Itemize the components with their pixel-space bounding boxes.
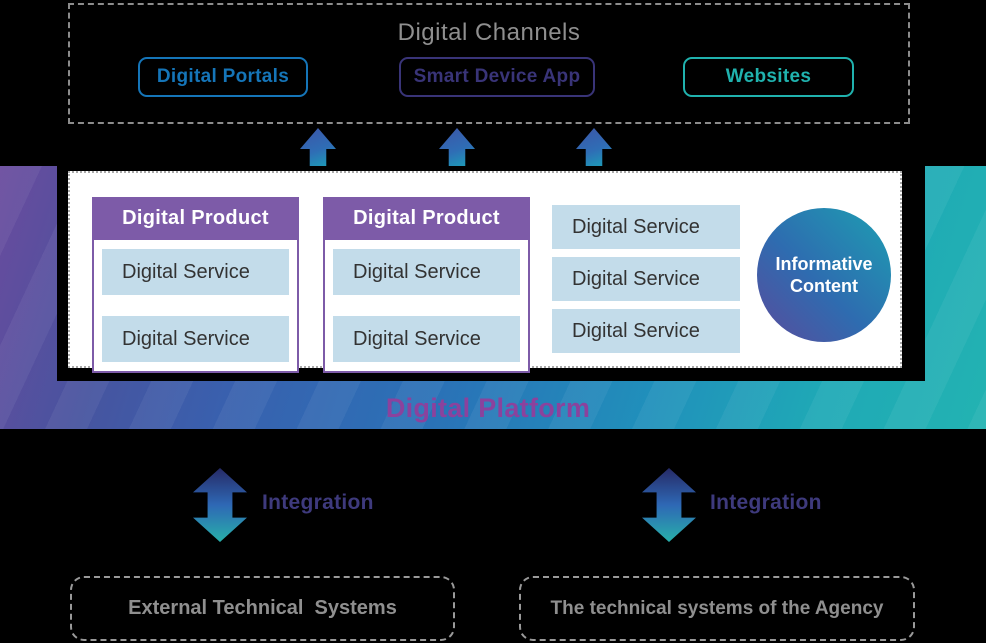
smart-device-app-chip: Smart Device App [399, 57, 595, 97]
digital-platform-label: Digital Platform [385, 393, 591, 423]
external-technical-systems-box: External Technical Systems [70, 576, 455, 641]
integration-label-right: Integration [710, 491, 822, 514]
double-arrow-icon [193, 468, 247, 542]
digital-service-item: Digital Service [102, 316, 289, 362]
digital-product-title: Digital Product [323, 197, 530, 240]
digital-service-item: Digital Service [333, 316, 520, 362]
digital-product-card: Digital Product Digital Service Digital … [323, 197, 530, 373]
digital-service-item: Digital Service [552, 309, 740, 353]
agency-technical-systems-box: The technical systems of the Agency [519, 576, 915, 641]
digital-service-column: Digital Service Digital Service Digital … [552, 205, 740, 353]
digital-product-body: Digital Service Digital Service [92, 240, 299, 373]
websites-chip: Websites [683, 57, 854, 97]
digital-product-card: Digital Product Digital Service Digital … [92, 197, 299, 373]
up-arrow-icon [300, 128, 336, 167]
digital-product-title: Digital Product [92, 197, 299, 240]
up-arrow-icon [439, 128, 475, 167]
informative-content-circle: Informative Content [757, 208, 891, 342]
digital-service-item: Digital Service [102, 249, 289, 295]
integration-label-left: Integration [262, 491, 374, 514]
digital-service-item: Digital Service [333, 249, 520, 295]
informative-content-line2: Content [790, 276, 858, 296]
platform-content-box: Digital Product Digital Service Digital … [68, 171, 902, 373]
digital-channels-box: Digital Channels Digital Portals Smart D… [68, 3, 910, 124]
digital-product-body: Digital Service Digital Service [323, 240, 530, 373]
digital-channels-title: Digital Channels [397, 19, 581, 46]
digital-portals-chip: Digital Portals [138, 57, 308, 97]
digital-service-item: Digital Service [552, 205, 740, 249]
up-arrow-icon [576, 128, 612, 167]
digital-service-item: Digital Service [552, 257, 740, 301]
informative-content-line1: Informative [775, 253, 873, 274]
double-arrow-icon [642, 468, 696, 542]
